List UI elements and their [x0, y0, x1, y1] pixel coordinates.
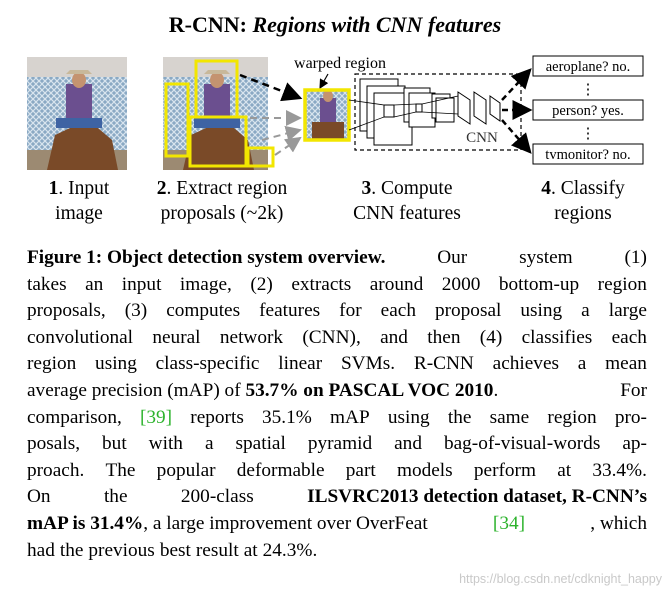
output-label-tvmonitor: tvmonitor? no. — [545, 147, 630, 163]
cnn-block: CNN — [348, 73, 522, 151]
output-label-aeroplane: aeroplane? no. — [546, 59, 631, 75]
reference-link-39[interactable]: [39] — [139, 406, 173, 428]
output-ellipsis-2: ⋮ — [581, 126, 596, 142]
output-arrow-3 — [501, 119, 532, 154]
output-box-tvmonitor: tvmonitor? no. — [532, 143, 644, 165]
caption-line: average precision (mAP) of 53.7% on PASC… — [27, 379, 647, 401]
proposal-arrow-3 — [261, 125, 302, 142]
cnn-label: CNN — [466, 130, 498, 146]
warped-region-label: warped region — [294, 55, 386, 72]
watermark: https://blog.csdn.net/cdknight_happy — [459, 572, 662, 586]
proposal-box-small — [246, 146, 275, 168]
proposal-arrow-1 — [239, 73, 303, 102]
ilsvrc-result: mAP is 31.4% — [27, 512, 144, 534]
proposal-arrow-4 — [274, 136, 302, 156]
output-box-person: person? yes. — [532, 99, 644, 121]
warped-label-arrow — [319, 73, 329, 90]
output-box-aeroplane: aeroplane? no. — [532, 55, 644, 77]
region-proposals-image — [163, 57, 275, 170]
title-italic: Regions with CNN features — [252, 12, 502, 37]
title-main: R-CNN: — [168, 12, 253, 37]
figure-title: R-CNN: Regions with CNN features — [0, 12, 670, 38]
proposal-box-horse — [188, 115, 248, 168]
warped-region-image — [303, 88, 351, 142]
figure-caption: Figure 1: Object detection system overvi… — [27, 245, 647, 564]
output-label-person: person? yes. — [552, 103, 624, 119]
pipeline-diagram: warped region — [27, 55, 644, 170]
caption-line: Figure 1: Object detection system overvi… — [27, 245, 647, 272]
reference-link-34[interactable]: [34] — [492, 512, 526, 534]
caption-line: mAP is 31.4%, a large improvement over O… — [27, 511, 647, 538]
input-image — [27, 57, 127, 170]
ilsvrc-dataset: ILSVRC2013 detection dataset, R-CNN’s — [307, 486, 647, 508]
caption-label: Figure 1: Object detection system overvi… — [27, 247, 386, 268]
voc2010-result: 53.7% on PASCAL VOC 2010 — [245, 379, 494, 401]
proposal-box-left — [164, 82, 190, 158]
output-ellipsis-1: ⋮ — [581, 82, 596, 98]
output-arrow-1 — [501, 68, 532, 101]
